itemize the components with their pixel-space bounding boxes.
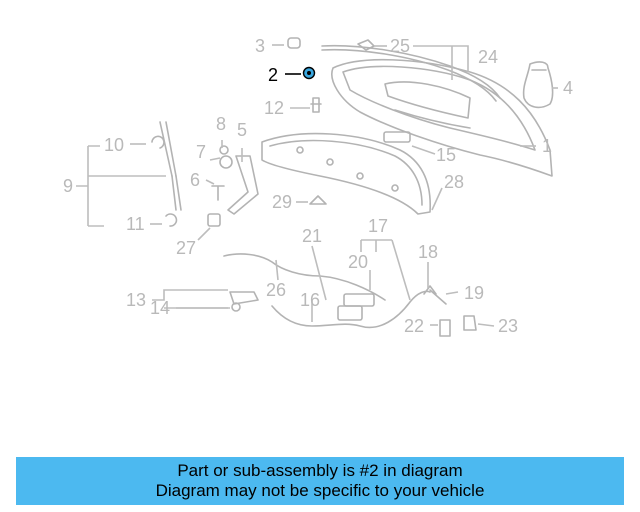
hood-latch <box>337 293 375 321</box>
item-15-bracket <box>383 131 411 143</box>
callout-28: 28 <box>444 172 464 192</box>
parts-diagram: 3 2 25 24 4 12 8 5 10 1 7 15 6 9 28 29 1… <box>63 36 573 337</box>
callout-27: 27 <box>176 238 196 258</box>
callout-18: 18 <box>418 242 438 262</box>
item-22-bumper <box>439 319 451 337</box>
item-6-bolt <box>211 185 225 201</box>
callout-20: 20 <box>348 252 368 272</box>
hood-strut <box>151 121 182 227</box>
callout-1: 1 <box>542 136 552 156</box>
callout-9: 9 <box>63 176 73 196</box>
callout-7: 7 <box>196 142 206 162</box>
callout-14: 14 <box>150 298 170 318</box>
callout-26: 26 <box>266 280 286 300</box>
callout-3: 3 <box>255 36 265 56</box>
callout-15: 15 <box>436 145 456 165</box>
callout-11: 11 <box>126 214 145 234</box>
item-18-prop <box>423 285 447 305</box>
callout-25: 25 <box>390 36 410 56</box>
item-29-clip <box>309 195 327 205</box>
release-cable <box>223 253 431 329</box>
callout-29: 29 <box>272 192 292 212</box>
hood-panel <box>331 58 553 177</box>
item-4-pouch <box>522 61 554 109</box>
item-23-clip <box>463 315 477 331</box>
callout-10: 10 <box>104 135 124 155</box>
callout-21: 21 <box>302 226 322 246</box>
release-handle <box>229 291 259 305</box>
callout-6: 6 <box>190 170 200 190</box>
callout-17: 17 <box>368 216 388 236</box>
callout-19: 19 <box>464 283 484 303</box>
callout-23: 23 <box>498 316 518 336</box>
callout-16: 16 <box>300 290 320 310</box>
item-8-washer <box>219 145 229 155</box>
banner-disclaimer-line: Diagram may not be specific to your vehi… <box>155 481 485 500</box>
callout-5: 5 <box>237 120 247 140</box>
callout-13: 13 <box>126 290 146 310</box>
item-12-grommet <box>310 97 322 113</box>
callout-24: 24 <box>478 47 498 67</box>
item-27-stop <box>207 213 221 227</box>
banner-part-line: Part or sub-assembly is #2 in diagram <box>177 461 463 480</box>
callout-4: 4 <box>563 78 573 98</box>
callout-2: 2 <box>268 65 278 85</box>
hood-hinge <box>227 155 259 215</box>
item-3-bumper <box>287 37 301 49</box>
callout-8: 8 <box>216 114 226 134</box>
hood-insulator <box>261 132 431 215</box>
item-7-nut <box>219 155 233 169</box>
diagram-notice-banner: Part or sub-assembly is #2 in diagram Di… <box>16 457 624 505</box>
callout-22: 22 <box>404 316 424 336</box>
callout-12: 12 <box>264 98 284 118</box>
item-2-clip-icon <box>302 66 316 80</box>
